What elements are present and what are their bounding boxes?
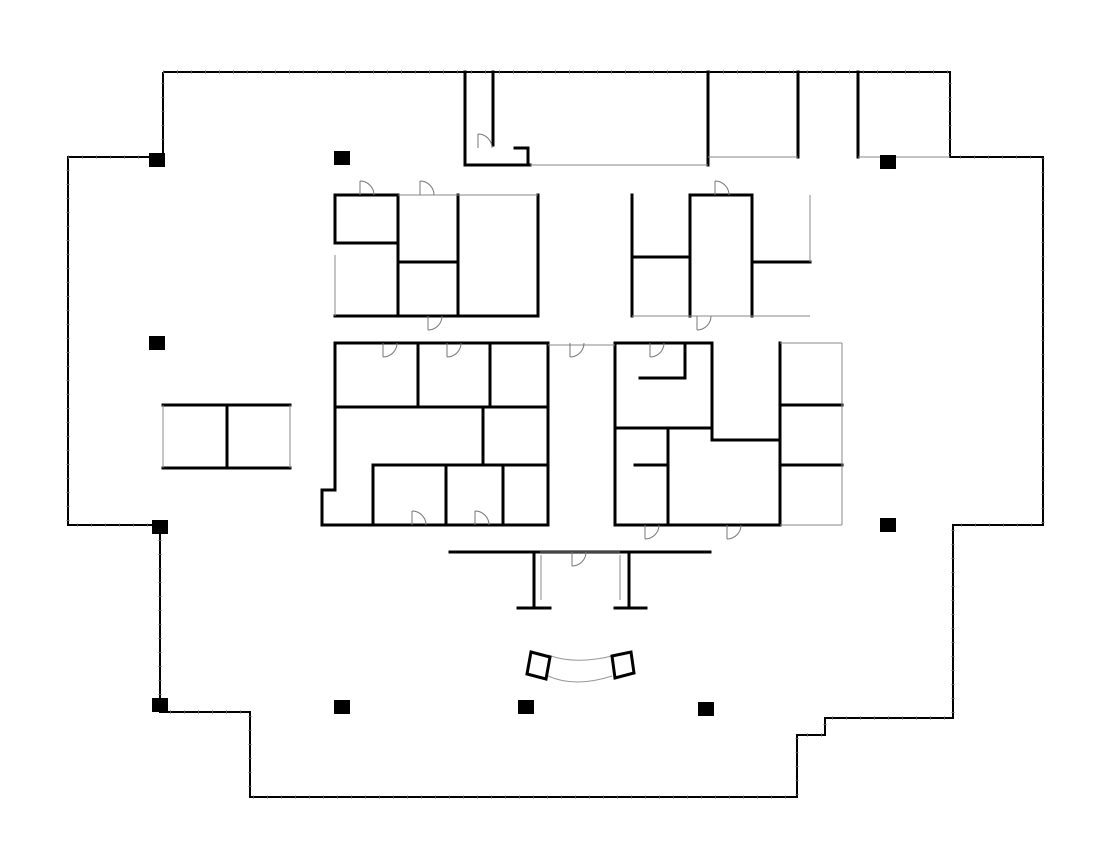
door-swing [477,133,493,149]
column [518,700,534,714]
door-swing [571,551,587,567]
window-mullions [66,70,1045,799]
reception-chair-left [525,650,552,681]
door-swing [359,180,375,196]
door-swing [714,180,730,196]
door-swing [644,524,660,540]
door-swing [427,315,443,331]
reception-chair-right [610,650,636,680]
door-swing [726,524,742,540]
column [334,151,350,165]
exterior-wall [67,71,1044,798]
column [698,702,714,716]
column [880,518,896,532]
door-swing [696,315,712,331]
column [152,698,168,712]
door-swing [419,180,435,196]
column [880,155,896,169]
column [334,700,350,714]
column [149,153,165,167]
door-swing [411,510,427,526]
reception-desk-counter [547,654,613,683]
door-swing [446,342,462,358]
column [149,336,165,350]
reception-desk [525,650,636,683]
doors [359,133,742,567]
door-swing [382,342,398,358]
column [152,520,168,534]
structural-columns [149,151,896,716]
building-perimeter [66,70,1045,799]
windows-and-partitions [162,156,950,600]
interior-walls [161,70,860,610]
door-swing [649,342,665,358]
door-swing [474,510,490,526]
door-swing [569,342,585,358]
